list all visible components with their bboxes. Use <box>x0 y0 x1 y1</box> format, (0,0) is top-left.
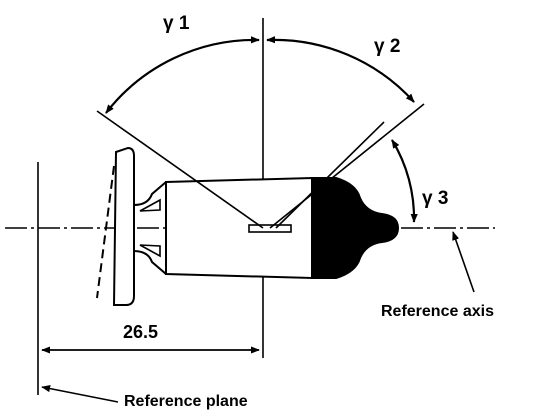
gamma2-label: γ 2 <box>374 36 400 57</box>
lamp-base-flange <box>112 146 135 306</box>
gamma3-arc <box>391 139 418 223</box>
filament <box>248 224 292 233</box>
lamp-collar <box>133 181 167 275</box>
lamp-black-cap <box>311 177 400 279</box>
dimension-value: 26.5 <box>123 322 158 342</box>
gamma2-limit-line <box>269 103 425 229</box>
reference-plane-leader <box>41 385 119 403</box>
reference-plane-label: Reference plane <box>124 393 248 410</box>
lamp-collar-fin <box>139 198 161 258</box>
reference-axis-leader <box>452 231 475 293</box>
gamma3-label: γ 3 <box>422 188 448 209</box>
gamma1-limit-line <box>96 110 264 229</box>
gamma2-arc <box>266 36 415 103</box>
flange-dashed-edge <box>96 165 115 299</box>
reference-axis-label: Reference axis <box>381 303 494 320</box>
gamma1-label: γ 1 <box>163 13 190 34</box>
gamma3-limit-line <box>275 121 385 229</box>
gamma1-arc <box>105 36 260 114</box>
